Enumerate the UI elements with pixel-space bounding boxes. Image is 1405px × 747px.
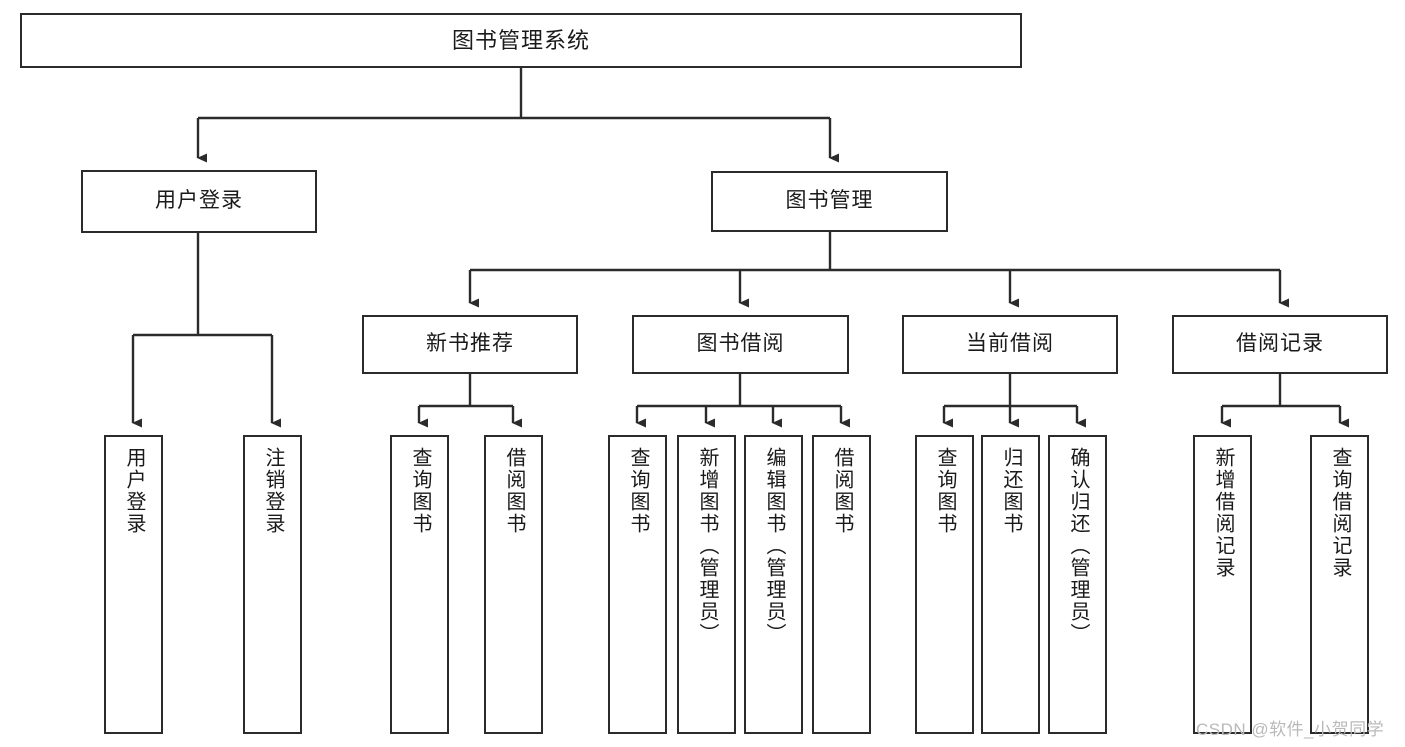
node-leaf-borrow-book-newbook[interactable]: 借阅图书	[484, 435, 543, 734]
node-borrow-record[interactable]: 借阅记录	[1172, 315, 1388, 374]
node-current-borrow[interactable]: 当前借阅	[902, 315, 1118, 374]
node-label: 用户登录	[155, 189, 243, 213]
node-leaf-edit-book-admin[interactable]: 编辑图书（管理员）	[744, 435, 803, 734]
node-label: 借阅图书	[503, 447, 525, 535]
node-label: 归还图书	[1000, 447, 1022, 535]
node-label: 借阅图书	[831, 447, 853, 535]
node-label: 注销登录	[262, 447, 284, 535]
node-leaf-query-book-borrow[interactable]: 查询图书	[608, 435, 667, 734]
node-leaf-return-book[interactable]: 归还图书	[981, 435, 1040, 734]
node-user-login[interactable]: 用户登录	[81, 170, 317, 233]
node-label: 新增图书（管理员）	[696, 447, 718, 645]
node-leaf-add-borrow-record[interactable]: 新增借阅记录	[1193, 435, 1252, 734]
node-label: 编辑图书（管理员）	[763, 447, 785, 645]
node-leaf-add-book-admin[interactable]: 新增图书（管理员）	[677, 435, 736, 734]
node-leaf-borrow-book-borrow[interactable]: 借阅图书	[812, 435, 871, 734]
node-label: 新增借阅记录	[1212, 447, 1234, 579]
node-leaf-logout[interactable]: 注销登录	[243, 435, 302, 734]
node-label: 当前借阅	[966, 332, 1054, 356]
node-leaf-confirm-return-admin[interactable]: 确认归还（管理员）	[1048, 435, 1107, 734]
node-book-borrow[interactable]: 图书借阅	[632, 315, 849, 374]
node-label: 查询图书	[934, 447, 956, 535]
node-label: 查询图书	[627, 447, 649, 535]
node-book-management[interactable]: 图书管理	[711, 171, 948, 232]
node-label: 借阅记录	[1236, 332, 1324, 356]
node-leaf-user-login[interactable]: 用户登录	[104, 435, 163, 734]
node-leaf-query-book-newbook[interactable]: 查询图书	[390, 435, 449, 734]
node-label: 确认归还（管理员）	[1067, 447, 1089, 645]
node-label: 图书管理系统	[451, 27, 590, 53]
node-new-book-recommendation[interactable]: 新书推荐	[362, 315, 578, 374]
node-label: 图书管理	[785, 189, 874, 213]
node-label: 图书借阅	[696, 332, 785, 356]
csdn-watermark: CSDN @软件_小贺同学	[1196, 720, 1385, 739]
node-label: 用户登录	[123, 447, 145, 535]
node-leaf-query-borrow-record[interactable]: 查询借阅记录	[1310, 435, 1369, 734]
node-label: 查询图书	[409, 447, 431, 535]
node-leaf-query-book-current[interactable]: 查询图书	[915, 435, 974, 734]
node-label: 查询借阅记录	[1329, 447, 1351, 579]
node-root-book-management-system[interactable]: 图书管理系统	[20, 13, 1022, 68]
node-label: 新书推荐	[426, 332, 514, 356]
